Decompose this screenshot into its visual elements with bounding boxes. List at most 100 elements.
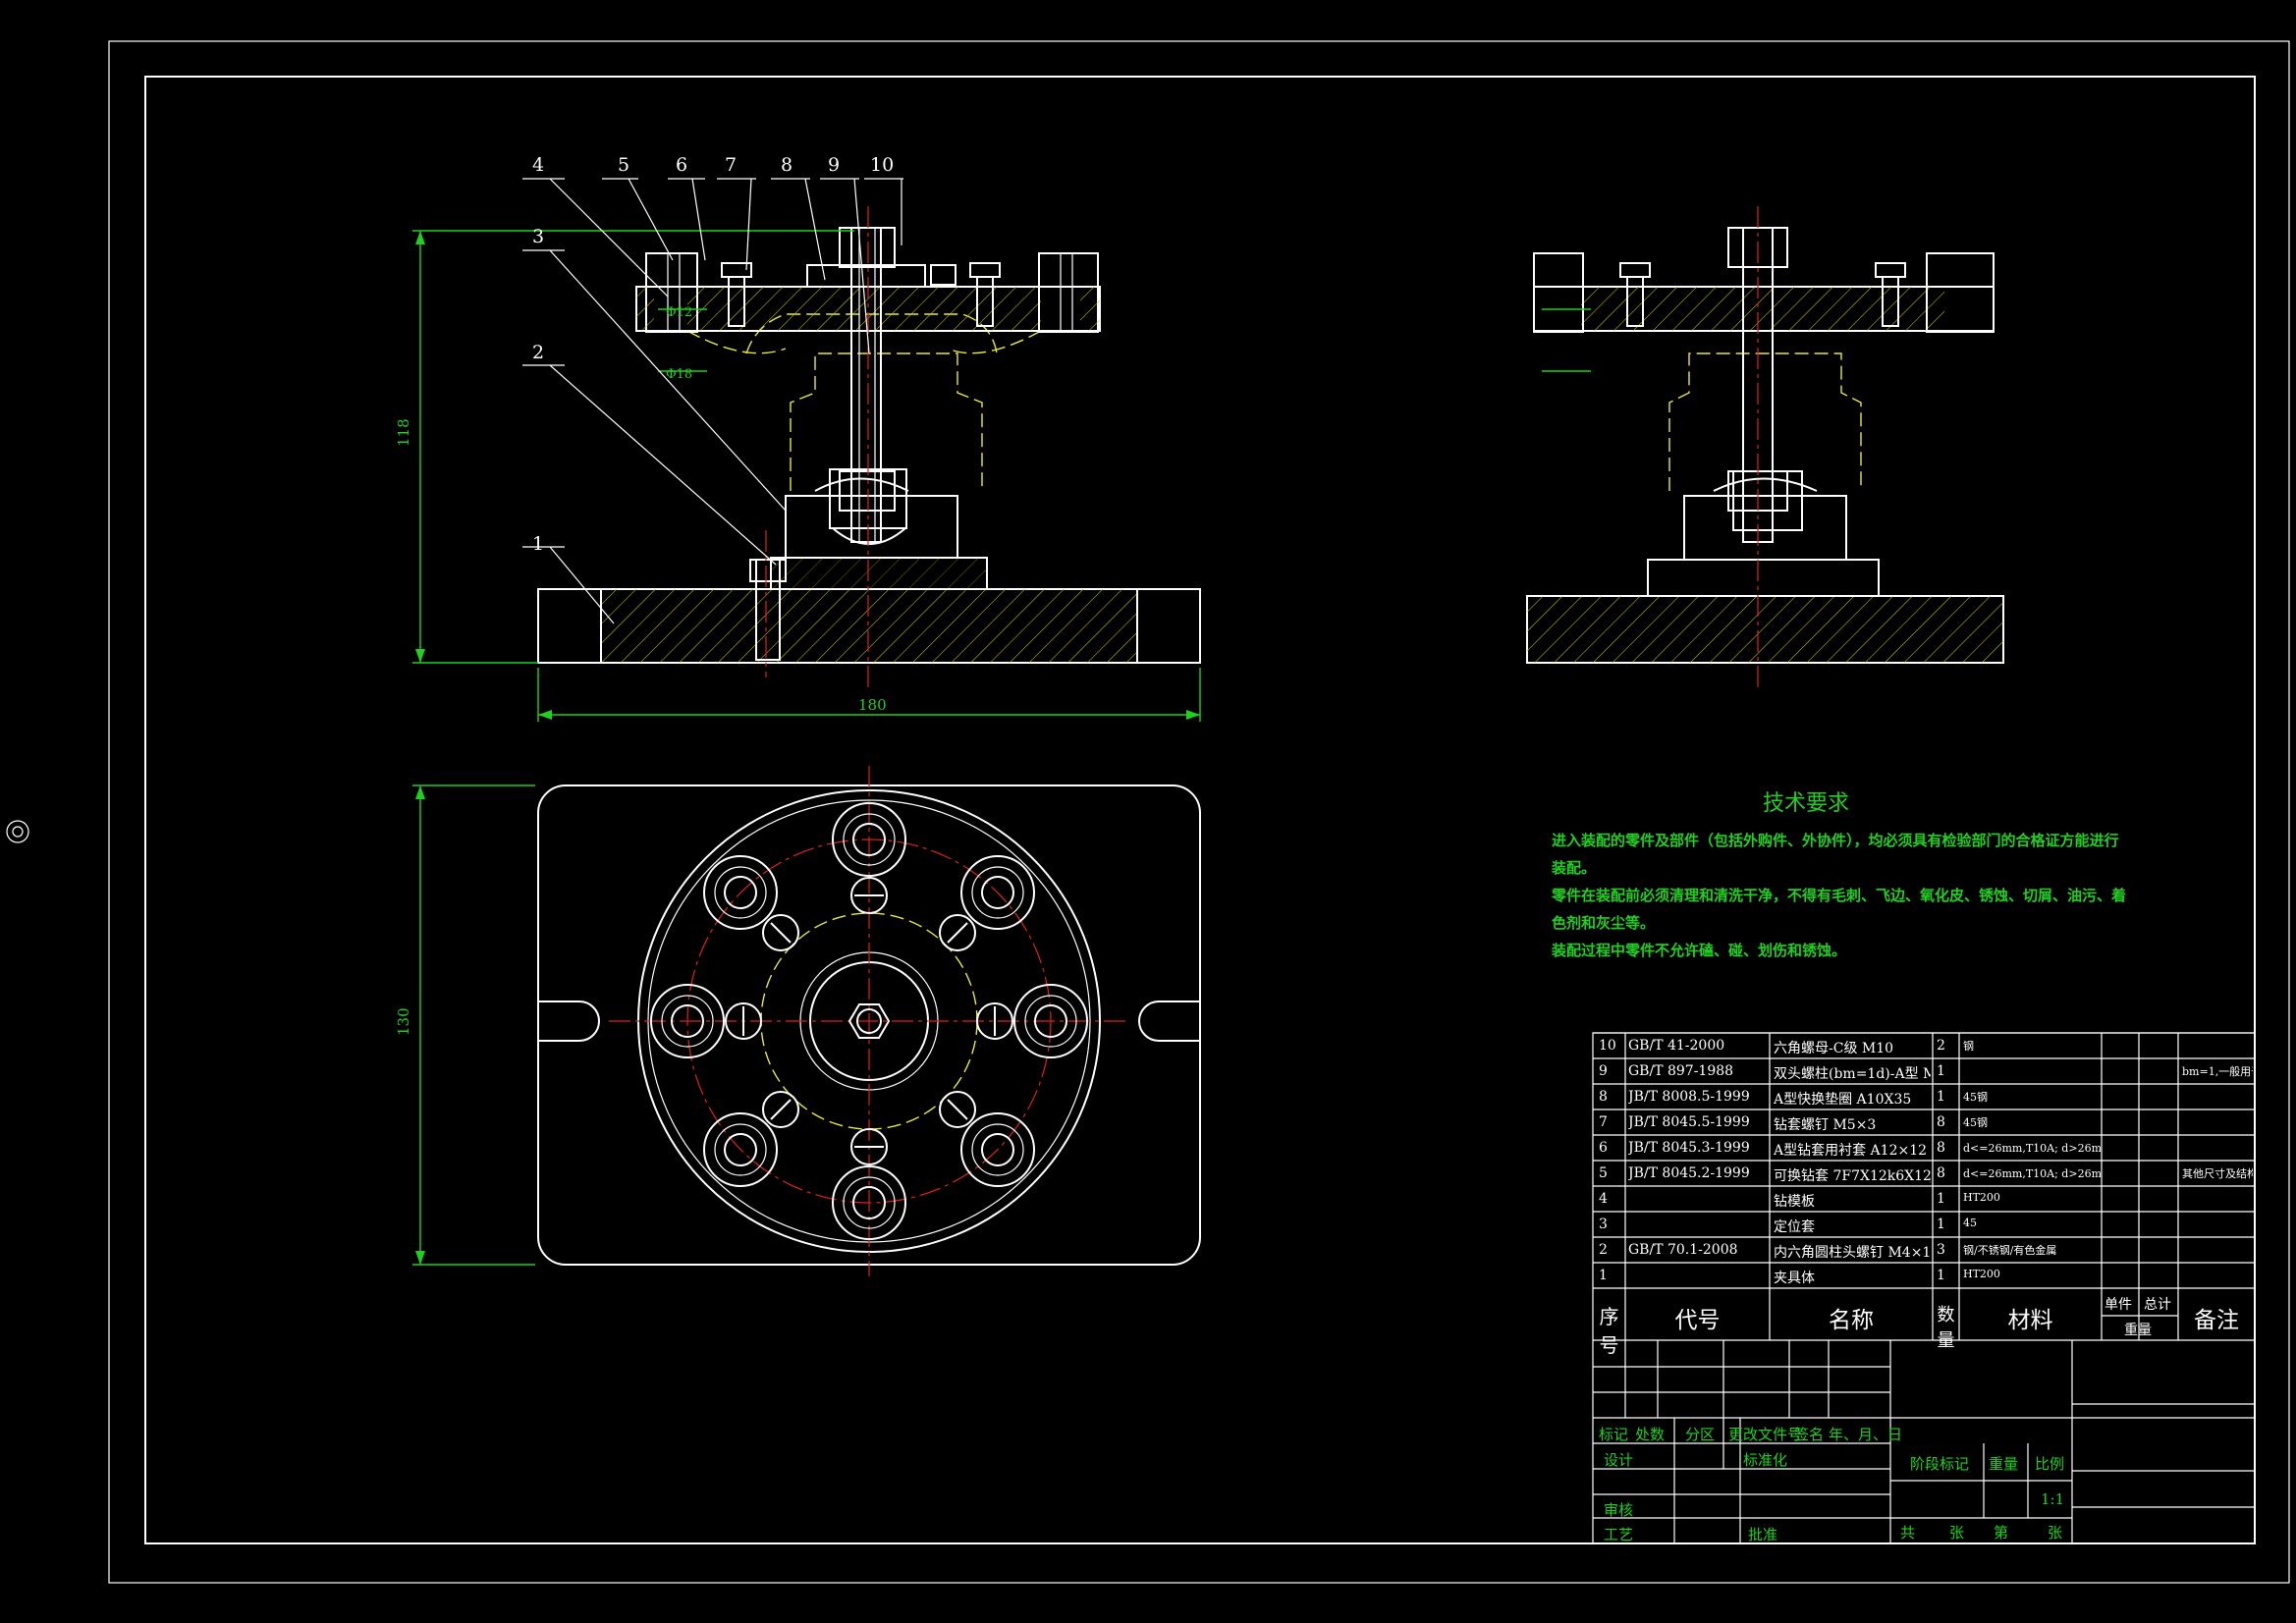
tb-count: 处数 bbox=[1635, 1426, 1666, 1443]
leader-lines bbox=[522, 178, 903, 624]
bom-cell-material: 45钢 bbox=[1963, 1091, 1988, 1104]
tb-date: 年、月、日 bbox=[1829, 1426, 1903, 1443]
tech-requirements: 进入装配的零件及部件（包括外购件、外协件），均必须具有检验部门的合格证方能进行 … bbox=[1552, 827, 2126, 964]
bom-cell-qty: 1 bbox=[1937, 1089, 1945, 1105]
tech-line-5: 装配过程中零件不允许磕、碰、划伤和锈蚀。 bbox=[1552, 942, 1847, 959]
bom-cell-qty: 2 bbox=[1937, 1038, 1945, 1054]
bom-cell-material: 45 bbox=[1963, 1217, 1977, 1229]
bom-cell-no: 5 bbox=[1599, 1165, 1608, 1181]
tech-line-1: 进入装配的零件及部件（包括外购件、外协件），均必须具有检验部门的合格证方能进行 bbox=[1552, 832, 2119, 849]
balloon-3: 3 bbox=[532, 226, 545, 247]
bom-cell-name: 定位套 bbox=[1774, 1219, 1815, 1235]
bom-cell-no: 8 bbox=[1599, 1089, 1608, 1105]
balloon-7: 7 bbox=[725, 154, 738, 176]
bom-cell-qty: 8 bbox=[1937, 1114, 1945, 1130]
bom-cell-no: 4 bbox=[1599, 1191, 1608, 1207]
tech-line-4: 色剂和灰尘等。 bbox=[1552, 914, 1656, 932]
bom-cell-name: 内六角圆柱头螺钉 M4×12 bbox=[1774, 1245, 1931, 1261]
tb-zone: 分区 bbox=[1685, 1426, 1716, 1443]
tb-sheet-unit: 张 bbox=[2048, 1524, 2063, 1542]
tb-process: 工艺 bbox=[1604, 1526, 1634, 1543]
bom-cell-name: 六角螺母-C级 M10 bbox=[1774, 1041, 1894, 1056]
bom-cell-code: GB/T 41-2000 bbox=[1628, 1038, 1725, 1054]
bom-cell-no: 2 bbox=[1599, 1242, 1608, 1258]
tb-check: 审核 bbox=[1604, 1501, 1634, 1519]
plan-view bbox=[412, 766, 1201, 1276]
outer-border bbox=[108, 40, 2290, 1584]
bom-grid bbox=[1592, 1032, 2256, 1544]
dim-bore-d12: Φ12 bbox=[666, 305, 692, 320]
side-view bbox=[1526, 206, 2004, 687]
bom-cell-no: 3 bbox=[1599, 1217, 1608, 1232]
bom-cell-name: 钻模板 bbox=[1774, 1194, 1815, 1210]
balloon-5: 5 bbox=[618, 154, 630, 176]
bom-cell-qty: 1 bbox=[1937, 1268, 1945, 1283]
tb-sheets: 张 bbox=[1949, 1524, 1965, 1542]
tech-line-3: 零件在装配前必须清理和清洗干净，不得有毛刺、飞边、氧化皮、锈蚀、切屑、油污、着 bbox=[1552, 887, 2127, 904]
bom-cell-name: 钻套螺钉 M5×3 bbox=[1774, 1117, 1877, 1133]
tb-sheet-no: 第 bbox=[1994, 1524, 2009, 1542]
bom-cell-qty: 1 bbox=[1937, 1063, 1945, 1079]
bom-cell-code: JB/T 8008.5-1999 bbox=[1628, 1089, 1750, 1105]
bom-header-total: 总计 bbox=[2144, 1297, 2171, 1313]
bom-cell-code: GB/T 70.1-2008 bbox=[1628, 1242, 1738, 1258]
bom-cell-no: 9 bbox=[1599, 1063, 1608, 1079]
bom-cell-material: d<=26mm,T10A; d>26mm,20钢 bbox=[1963, 1142, 2101, 1155]
bom-cell-qty: 1 bbox=[1937, 1217, 1945, 1232]
balloon-1: 1 bbox=[532, 533, 545, 555]
tech-requirements-title: 技术要求 bbox=[1763, 791, 1850, 816]
ucs-marker-icon bbox=[6, 820, 29, 843]
inner-border bbox=[144, 76, 2256, 1544]
bom-cell-name: A型钻套用衬套 A12×12 bbox=[1774, 1143, 1928, 1159]
tb-scale-value: 1:1 bbox=[2041, 1490, 2065, 1508]
tb-mark: 标记 bbox=[1599, 1426, 1629, 1443]
bom-cell-code: JB/T 8045.3-1999 bbox=[1628, 1140, 1750, 1156]
bom-cell-qty: 8 bbox=[1937, 1165, 1945, 1181]
bom-cell-no: 6 bbox=[1599, 1140, 1608, 1156]
bom-cell-no: 10 bbox=[1599, 1038, 1616, 1054]
tb-design: 设计 bbox=[1604, 1451, 1634, 1469]
bom-cell-material: d<=26mm,T10A; d>26mm,20钢 bbox=[1963, 1167, 2101, 1180]
tb-scale: 比例 bbox=[2035, 1455, 2065, 1473]
bom-cell-no: 1 bbox=[1599, 1268, 1608, 1283]
bom-header-note: 备注 bbox=[2194, 1308, 2239, 1333]
balloon-4: 4 bbox=[532, 154, 545, 176]
tb-doc: 更改文件号 bbox=[1728, 1426, 1803, 1443]
bom-cell-qty: 1 bbox=[1937, 1191, 1945, 1207]
bom-cell-material: HT200 bbox=[1963, 1191, 2000, 1204]
dim-height-front: 118 bbox=[395, 418, 412, 447]
bom-cell-note: 其他尺寸及结构参照GB/T 1235 bbox=[2182, 1167, 2253, 1180]
bom-cell-qty: 8 bbox=[1937, 1140, 1945, 1156]
dim-width-front: 180 bbox=[858, 696, 887, 714]
balloon-6: 6 bbox=[676, 154, 688, 176]
bom-cell-name: A型快换垫圈 A10X35 bbox=[1774, 1092, 1912, 1108]
bom-header-name: 名称 bbox=[1829, 1308, 1874, 1333]
bom-cell-code: JB/T 8045.2-1999 bbox=[1628, 1165, 1750, 1181]
bom-header-weight: 重量 bbox=[2124, 1323, 2152, 1338]
bom-cell-code: GB/T 897-1988 bbox=[1628, 1063, 1734, 1079]
bom-cell-note: bm=1,一般用于钢对钢 bbox=[2182, 1065, 2253, 1078]
bom-cell-qty: 3 bbox=[1937, 1242, 1945, 1258]
bom-cell-material: 45钢 bbox=[1963, 1116, 1988, 1129]
tb-weight: 重量 bbox=[1989, 1455, 2019, 1473]
front-dimensions bbox=[412, 230, 1201, 722]
bom-header-material: 材料 bbox=[2007, 1308, 2053, 1333]
tb-approve: 批准 bbox=[1748, 1526, 1778, 1543]
dim-height-plan: 130 bbox=[395, 1007, 412, 1036]
bom-cell-no: 7 bbox=[1599, 1114, 1608, 1130]
bom-cell-name: 夹具体 bbox=[1774, 1271, 1815, 1286]
tech-line-2: 装配。 bbox=[1552, 859, 1597, 877]
front-section-view bbox=[537, 206, 1201, 687]
bom-header-qty: 数量 bbox=[1937, 1305, 1955, 1351]
tb-sign: 签名 bbox=[1794, 1426, 1825, 1443]
balloon-2: 2 bbox=[532, 342, 545, 363]
balloon-9: 9 bbox=[828, 154, 841, 176]
bom-header-unit: 单件 bbox=[2105, 1297, 2132, 1313]
bom-cell-name: 双头螺柱(bm=1d)-A型 M10×70 bbox=[1774, 1066, 1931, 1082]
tb-total: 共 bbox=[1900, 1524, 1916, 1542]
bom-cell-material: 钢/不锈钢/有色金属 bbox=[1963, 1244, 2057, 1257]
tb-standard: 标准化 bbox=[1743, 1451, 1788, 1469]
bom-header-no: 序号 bbox=[1599, 1305, 1619, 1357]
bom-cell-code: JB/T 8045.5-1999 bbox=[1628, 1114, 1750, 1130]
balloon-10: 10 bbox=[870, 154, 895, 176]
